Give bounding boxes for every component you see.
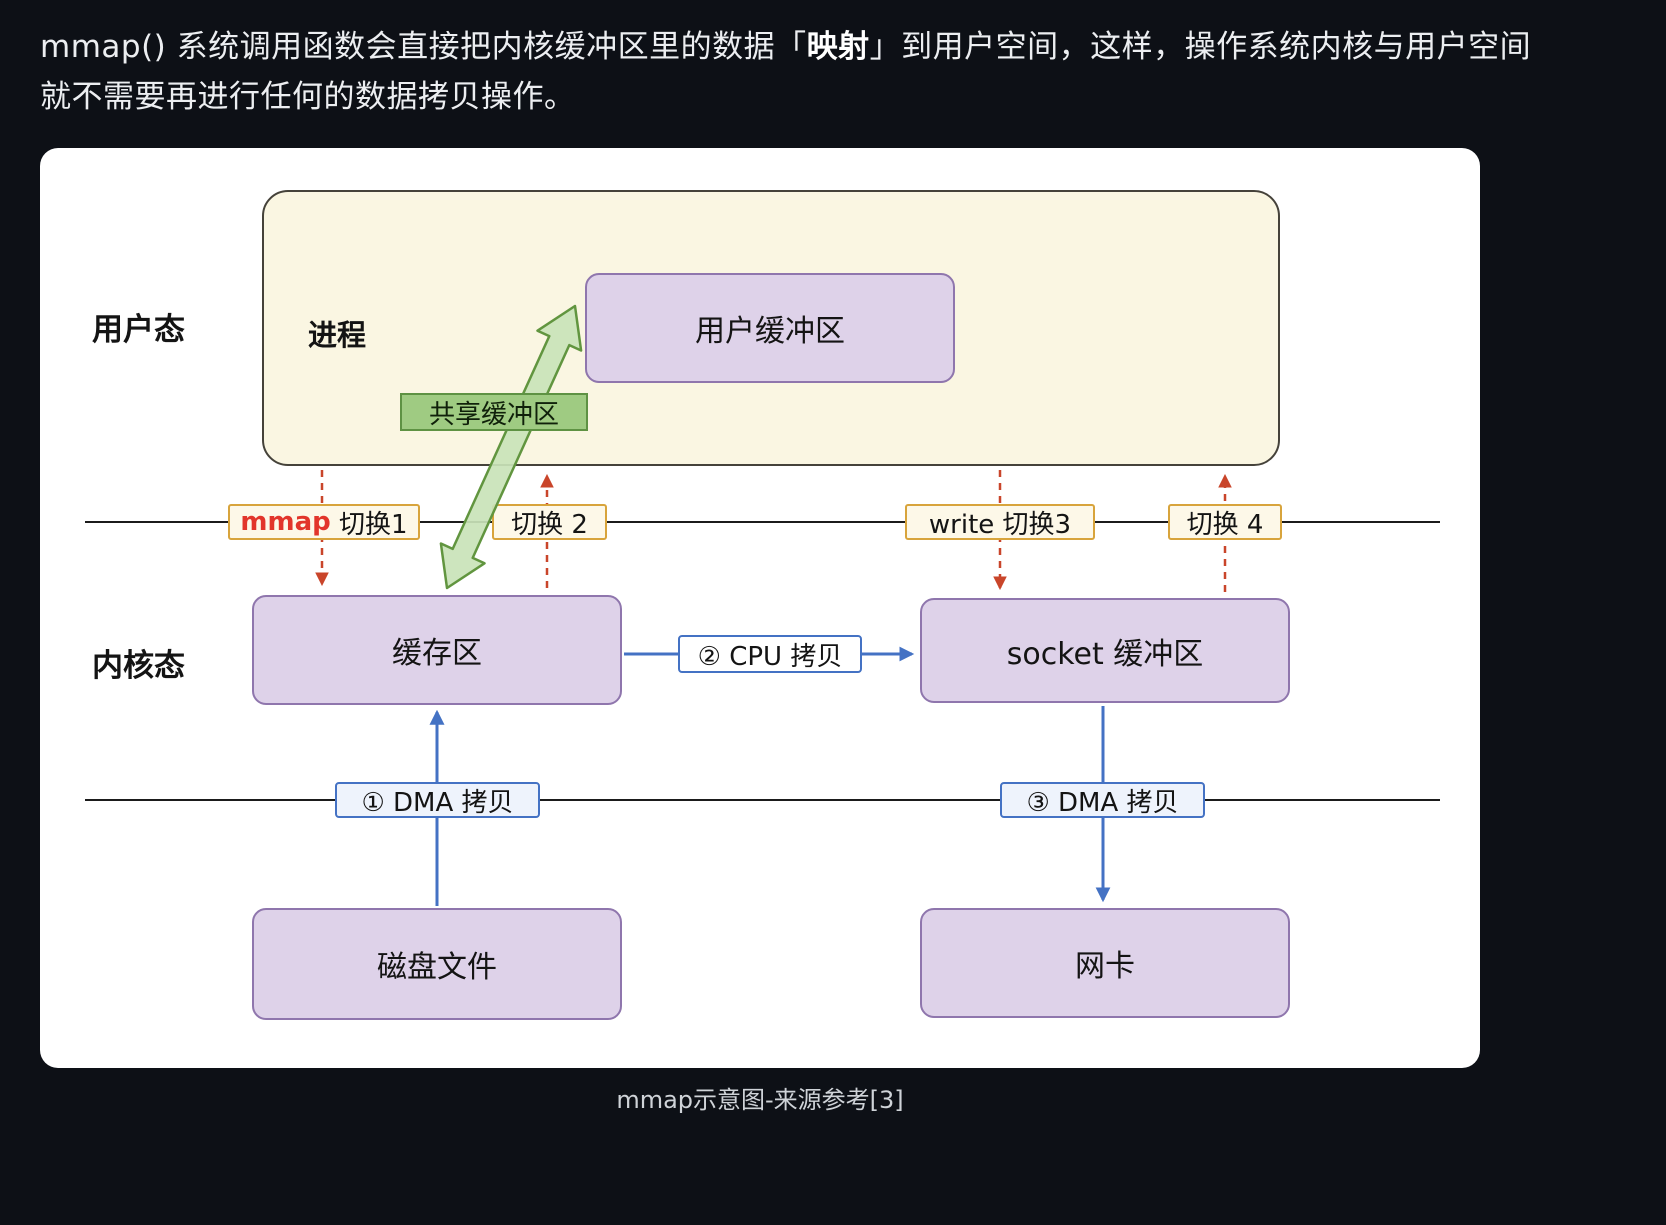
user-buffer-node: 用户缓冲区 — [585, 273, 955, 383]
intro-text: mmap() 系统调用函数会直接把内核缓冲区里的数据「映射」到用户空间，这样，操… — [40, 22, 1540, 122]
nic-label: 网卡 — [1075, 949, 1135, 984]
user-buffer-label: 用户缓冲区 — [695, 314, 845, 349]
diagram-panel: 用户态 内核态 进程 用户缓冲区 共享缓冲区 mmap 切换1 切换 2 wri… — [40, 148, 1480, 1068]
disk-file-node: 磁盘文件 — [252, 908, 622, 1020]
switch-1-red-text: mmap — [240, 507, 331, 537]
cpu-copy-label: ② CPU 拷贝 — [678, 635, 862, 673]
socket-buffer-label: socket 缓冲区 — [1006, 636, 1204, 672]
user-mode-label: 用户态 — [92, 312, 185, 348]
intro-after: 」到用户空间，这样，操作系统内核与用户空间就不需要再进行任何的数据拷贝操作。 — [40, 29, 1532, 115]
switch-1-text: 切换1 — [330, 509, 408, 540]
kernel-buffer-label: 缓存区 — [392, 636, 482, 671]
nic-node: 网卡 — [920, 908, 1290, 1018]
dma-copy-right-label: ③ DMA 拷贝 — [1000, 782, 1205, 818]
switch-3-text: write 切换3 — [928, 509, 1072, 540]
caption: mmap示意图-来源参考[3] — [616, 1086, 904, 1114]
socket-buffer-node: socket 缓冲区 — [920, 598, 1290, 703]
disk-file-label: 磁盘文件 — [377, 950, 497, 985]
switch-label-2: 切换 2 — [492, 504, 607, 540]
switch-2-text: 切换 2 — [511, 509, 588, 540]
switch-label-4: 切换 4 — [1168, 504, 1282, 540]
process-label: 进程 — [308, 318, 367, 352]
shared-buffer-text: 共享缓冲区 — [428, 399, 559, 430]
intro-bold: 映射 — [806, 29, 870, 65]
switch-4-text: 切换 4 — [1186, 509, 1264, 540]
switch-label-3: write 切换3 — [905, 504, 1095, 540]
switch-label-1: mmap 切换1 — [228, 504, 420, 540]
dma-copy-left-label: ① DMA 拷贝 — [335, 782, 540, 818]
kernel-mode-label: 内核态 — [92, 648, 185, 684]
shared-buffer-label: 共享缓冲区 — [400, 393, 588, 431]
intro-before: mmap() 系统调用函数会直接把内核缓冲区里的数据「 — [40, 29, 807, 65]
kernel-buffer-node: 缓存区 — [252, 595, 622, 705]
